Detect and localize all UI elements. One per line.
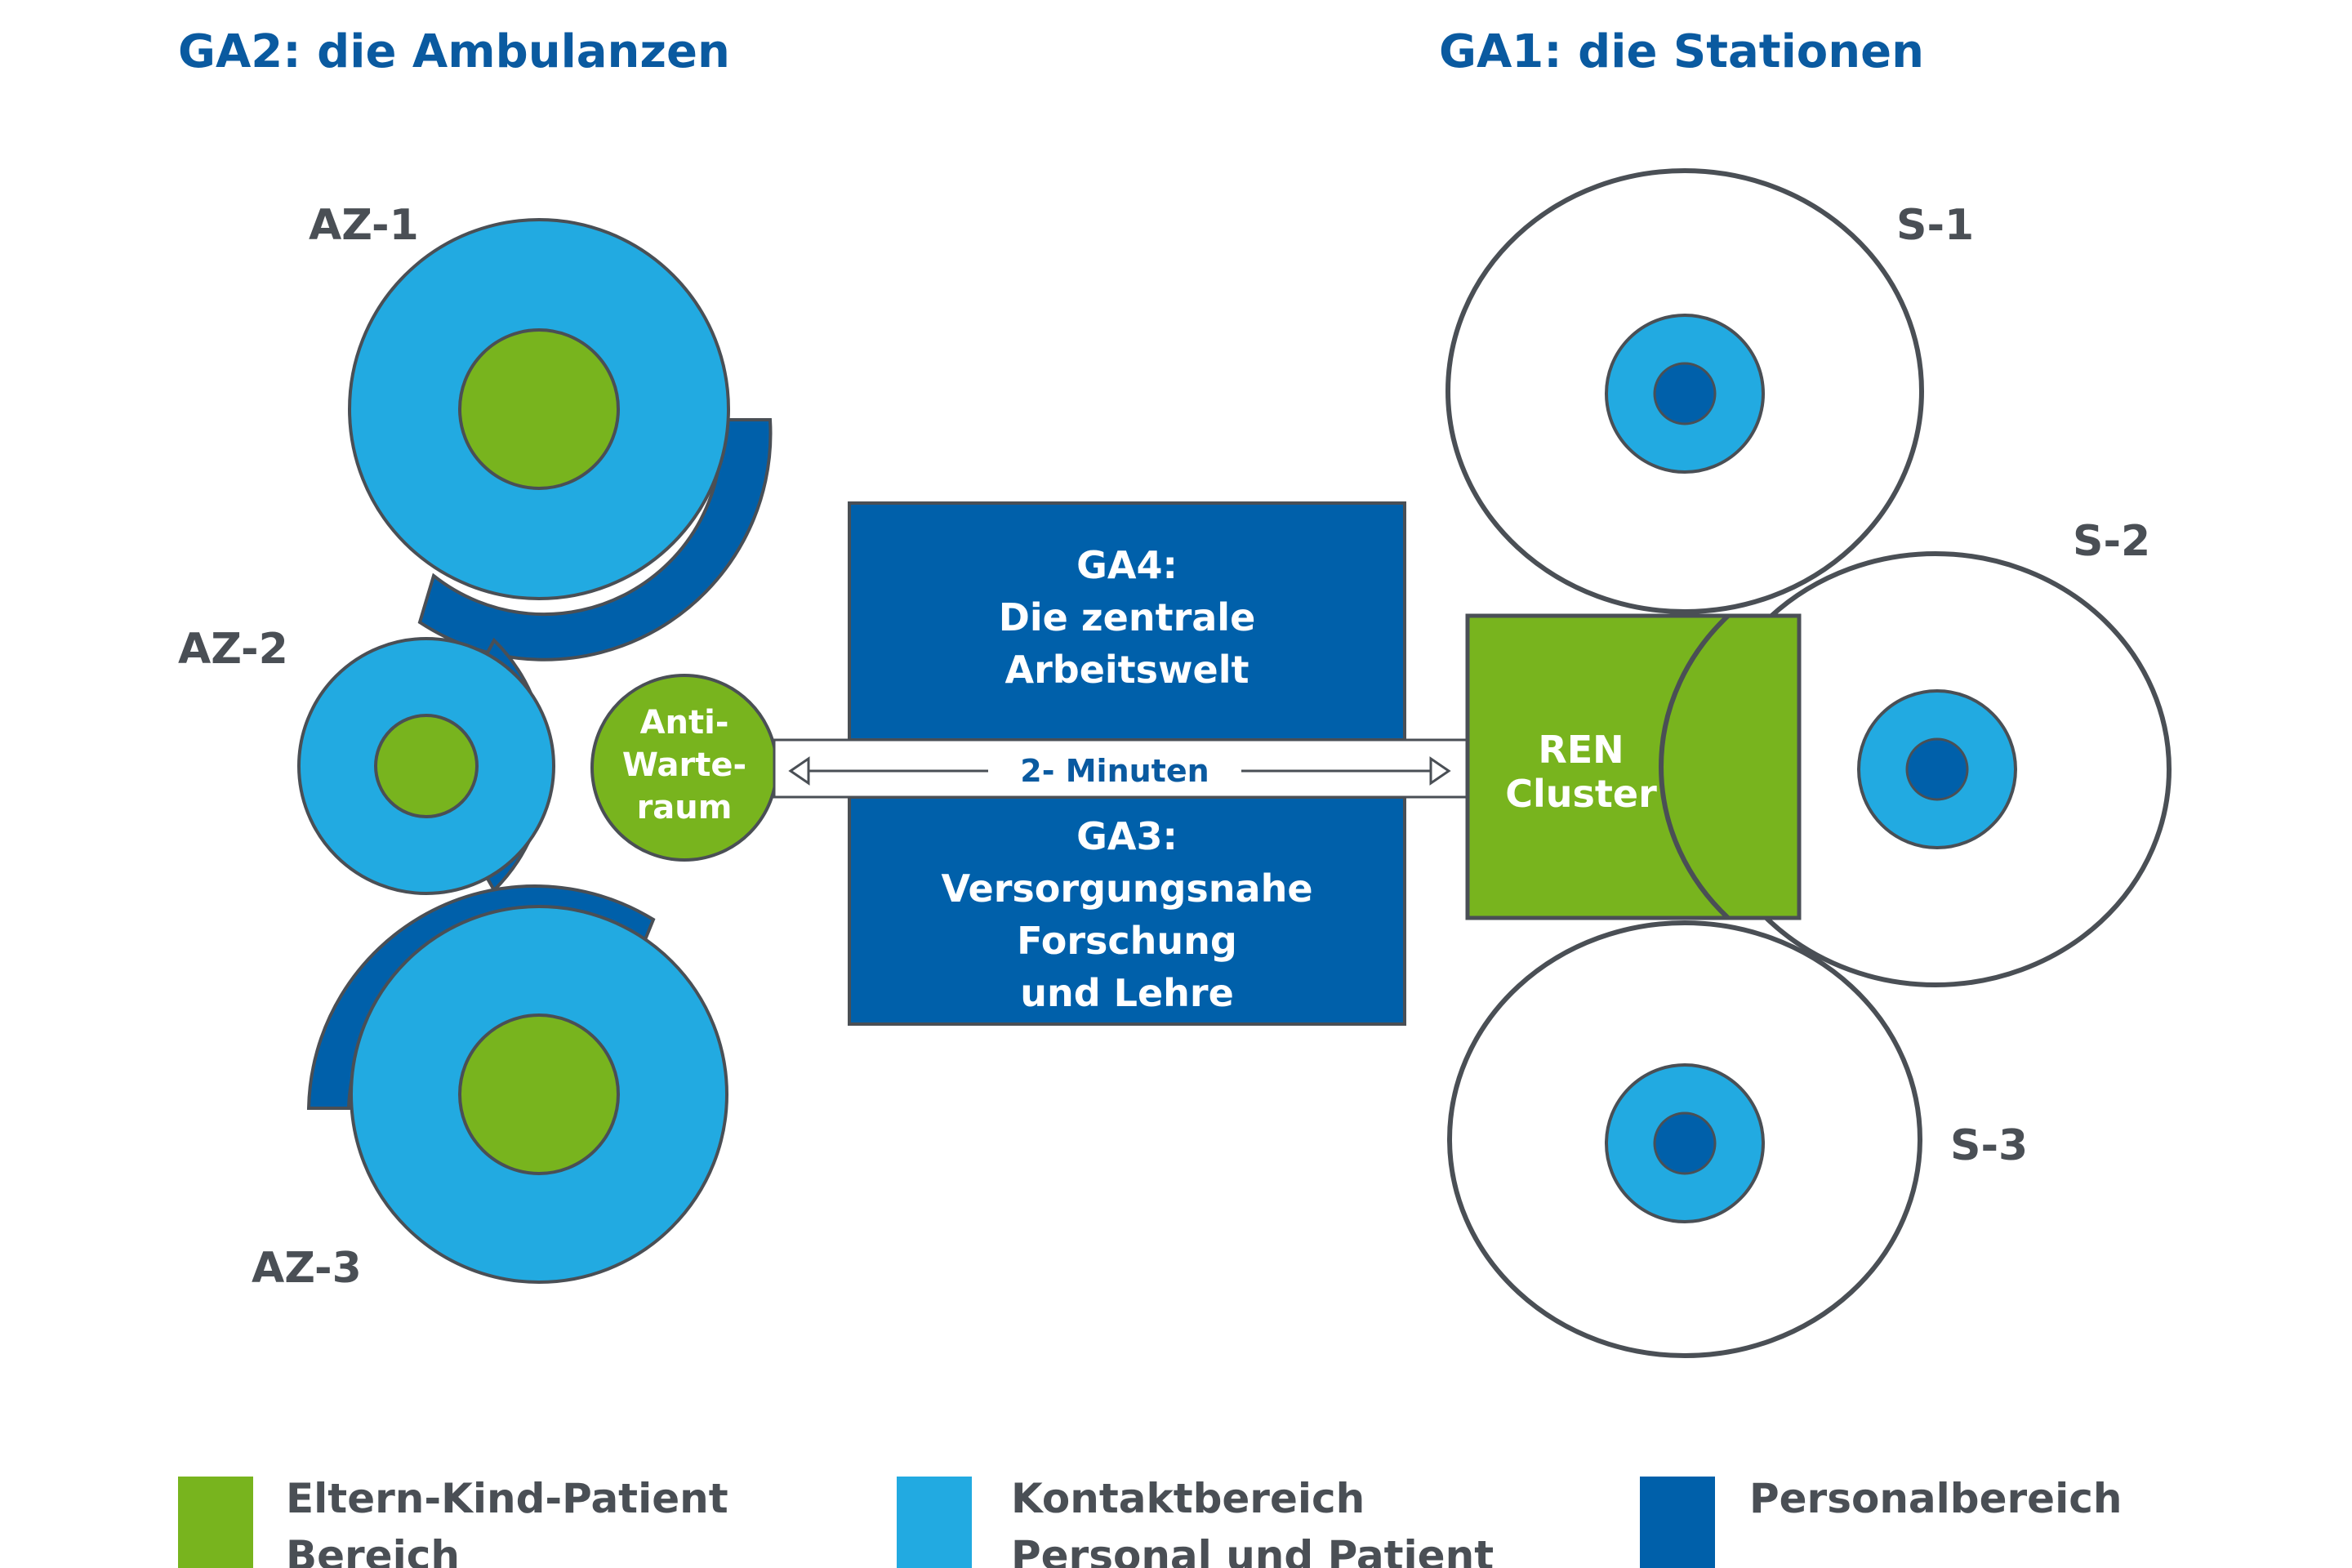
ren-cluster-line2: Cluster — [1505, 772, 1657, 816]
central-block: GA4: Die zentrale Arbeitswelt 2- Minuten… — [773, 501, 1470, 1026]
s3-label: S-3 — [1950, 1121, 2028, 1170]
s3-staff-area — [1653, 1111, 1717, 1175]
s1-staff-area — [1653, 362, 1717, 425]
s2-overlap-outline — [1659, 613, 1731, 920]
anti-waiting-room-line1: Anti- — [640, 704, 729, 742]
az1-family-area — [458, 328, 620, 490]
station-s2-inner: S-2 — [1857, 517, 2150, 849]
ren-cluster-box — [1465, 613, 1802, 920]
ga3-title: GA3: — [1076, 814, 1178, 858]
arrow-head-left — [788, 756, 810, 786]
anti-waiting-room-line3: raum — [637, 789, 733, 826]
legend-item-light-blue: Kontaktbereich Personal und Patient — [897, 1475, 1494, 1568]
legend-light-blue-line2: Personal und Patient — [1011, 1532, 1494, 1568]
legend-green-line2: Bereich — [286, 1532, 460, 1568]
heading-ga2: GA2: die Ambulanzen — [178, 25, 730, 78]
ga4-line2: Die zentrale — [999, 595, 1256, 639]
az2-family-area — [374, 714, 479, 818]
ren-cluster-line1: REN — [1538, 728, 1624, 772]
ga4-title: GA4: — [1076, 543, 1178, 587]
heading-ga1: GA1: die Stationen — [1439, 25, 1924, 78]
legend-item-green: Eltern-Kind-Patient Bereich — [178, 1475, 728, 1568]
legend-green-line1: Eltern-Kind-Patient — [286, 1475, 728, 1522]
s1-label: S-1 — [1896, 201, 1974, 250]
az3-family-area — [458, 1013, 620, 1175]
legend: Eltern-Kind-Patient Bereich Kontaktberei… — [178, 1475, 2122, 1568]
station-s1: S-1 — [1446, 168, 1974, 614]
connection-band — [773, 738, 1470, 799]
ga4-line3: Arbeitswelt — [1005, 648, 1250, 692]
az2-label: AZ-2 — [178, 625, 288, 674]
az3-group: AZ-3 — [252, 884, 728, 1293]
legend-dark-blue-line1: Personalbereich — [1749, 1475, 2122, 1522]
legend-swatch-green — [178, 1477, 253, 1568]
ren-cluster: REN Cluster — [1465, 613, 1802, 920]
anti-waiting-room: Anti- Warte- raum — [590, 674, 778, 862]
legend-light-blue-line1: Kontaktbereich — [1011, 1475, 1365, 1522]
arrow-label: 2- Minuten — [1020, 753, 1209, 789]
anti-waiting-room-line2: Warte- — [622, 746, 746, 784]
ga3-line4: und Lehre — [1020, 971, 1234, 1015]
station-s3: S-3 — [1447, 920, 2028, 1358]
legend-swatch-light-blue — [897, 1477, 972, 1568]
legend-item-dark-blue: Personalbereich — [1640, 1475, 2122, 1568]
two-minute-arrow: 2- Minuten — [788, 753, 1451, 789]
az3-label: AZ-3 — [252, 1244, 362, 1293]
arrow-head-right — [1429, 756, 1451, 786]
s2-label: S-2 — [2073, 517, 2150, 566]
az1-group: AZ-1 — [309, 201, 773, 662]
az2-group: AZ-2 — [178, 625, 555, 895]
ga4-box — [848, 501, 1406, 742]
az1-staff-arc — [417, 418, 773, 662]
legend-swatch-dark-blue — [1640, 1477, 1715, 1568]
s2-staff-area — [1905, 737, 1969, 801]
az1-label: AZ-1 — [309, 201, 419, 250]
ga3-line3: Forschung — [1017, 919, 1237, 963]
ga3-line2: Versorgungsnahe — [941, 866, 1312, 911]
